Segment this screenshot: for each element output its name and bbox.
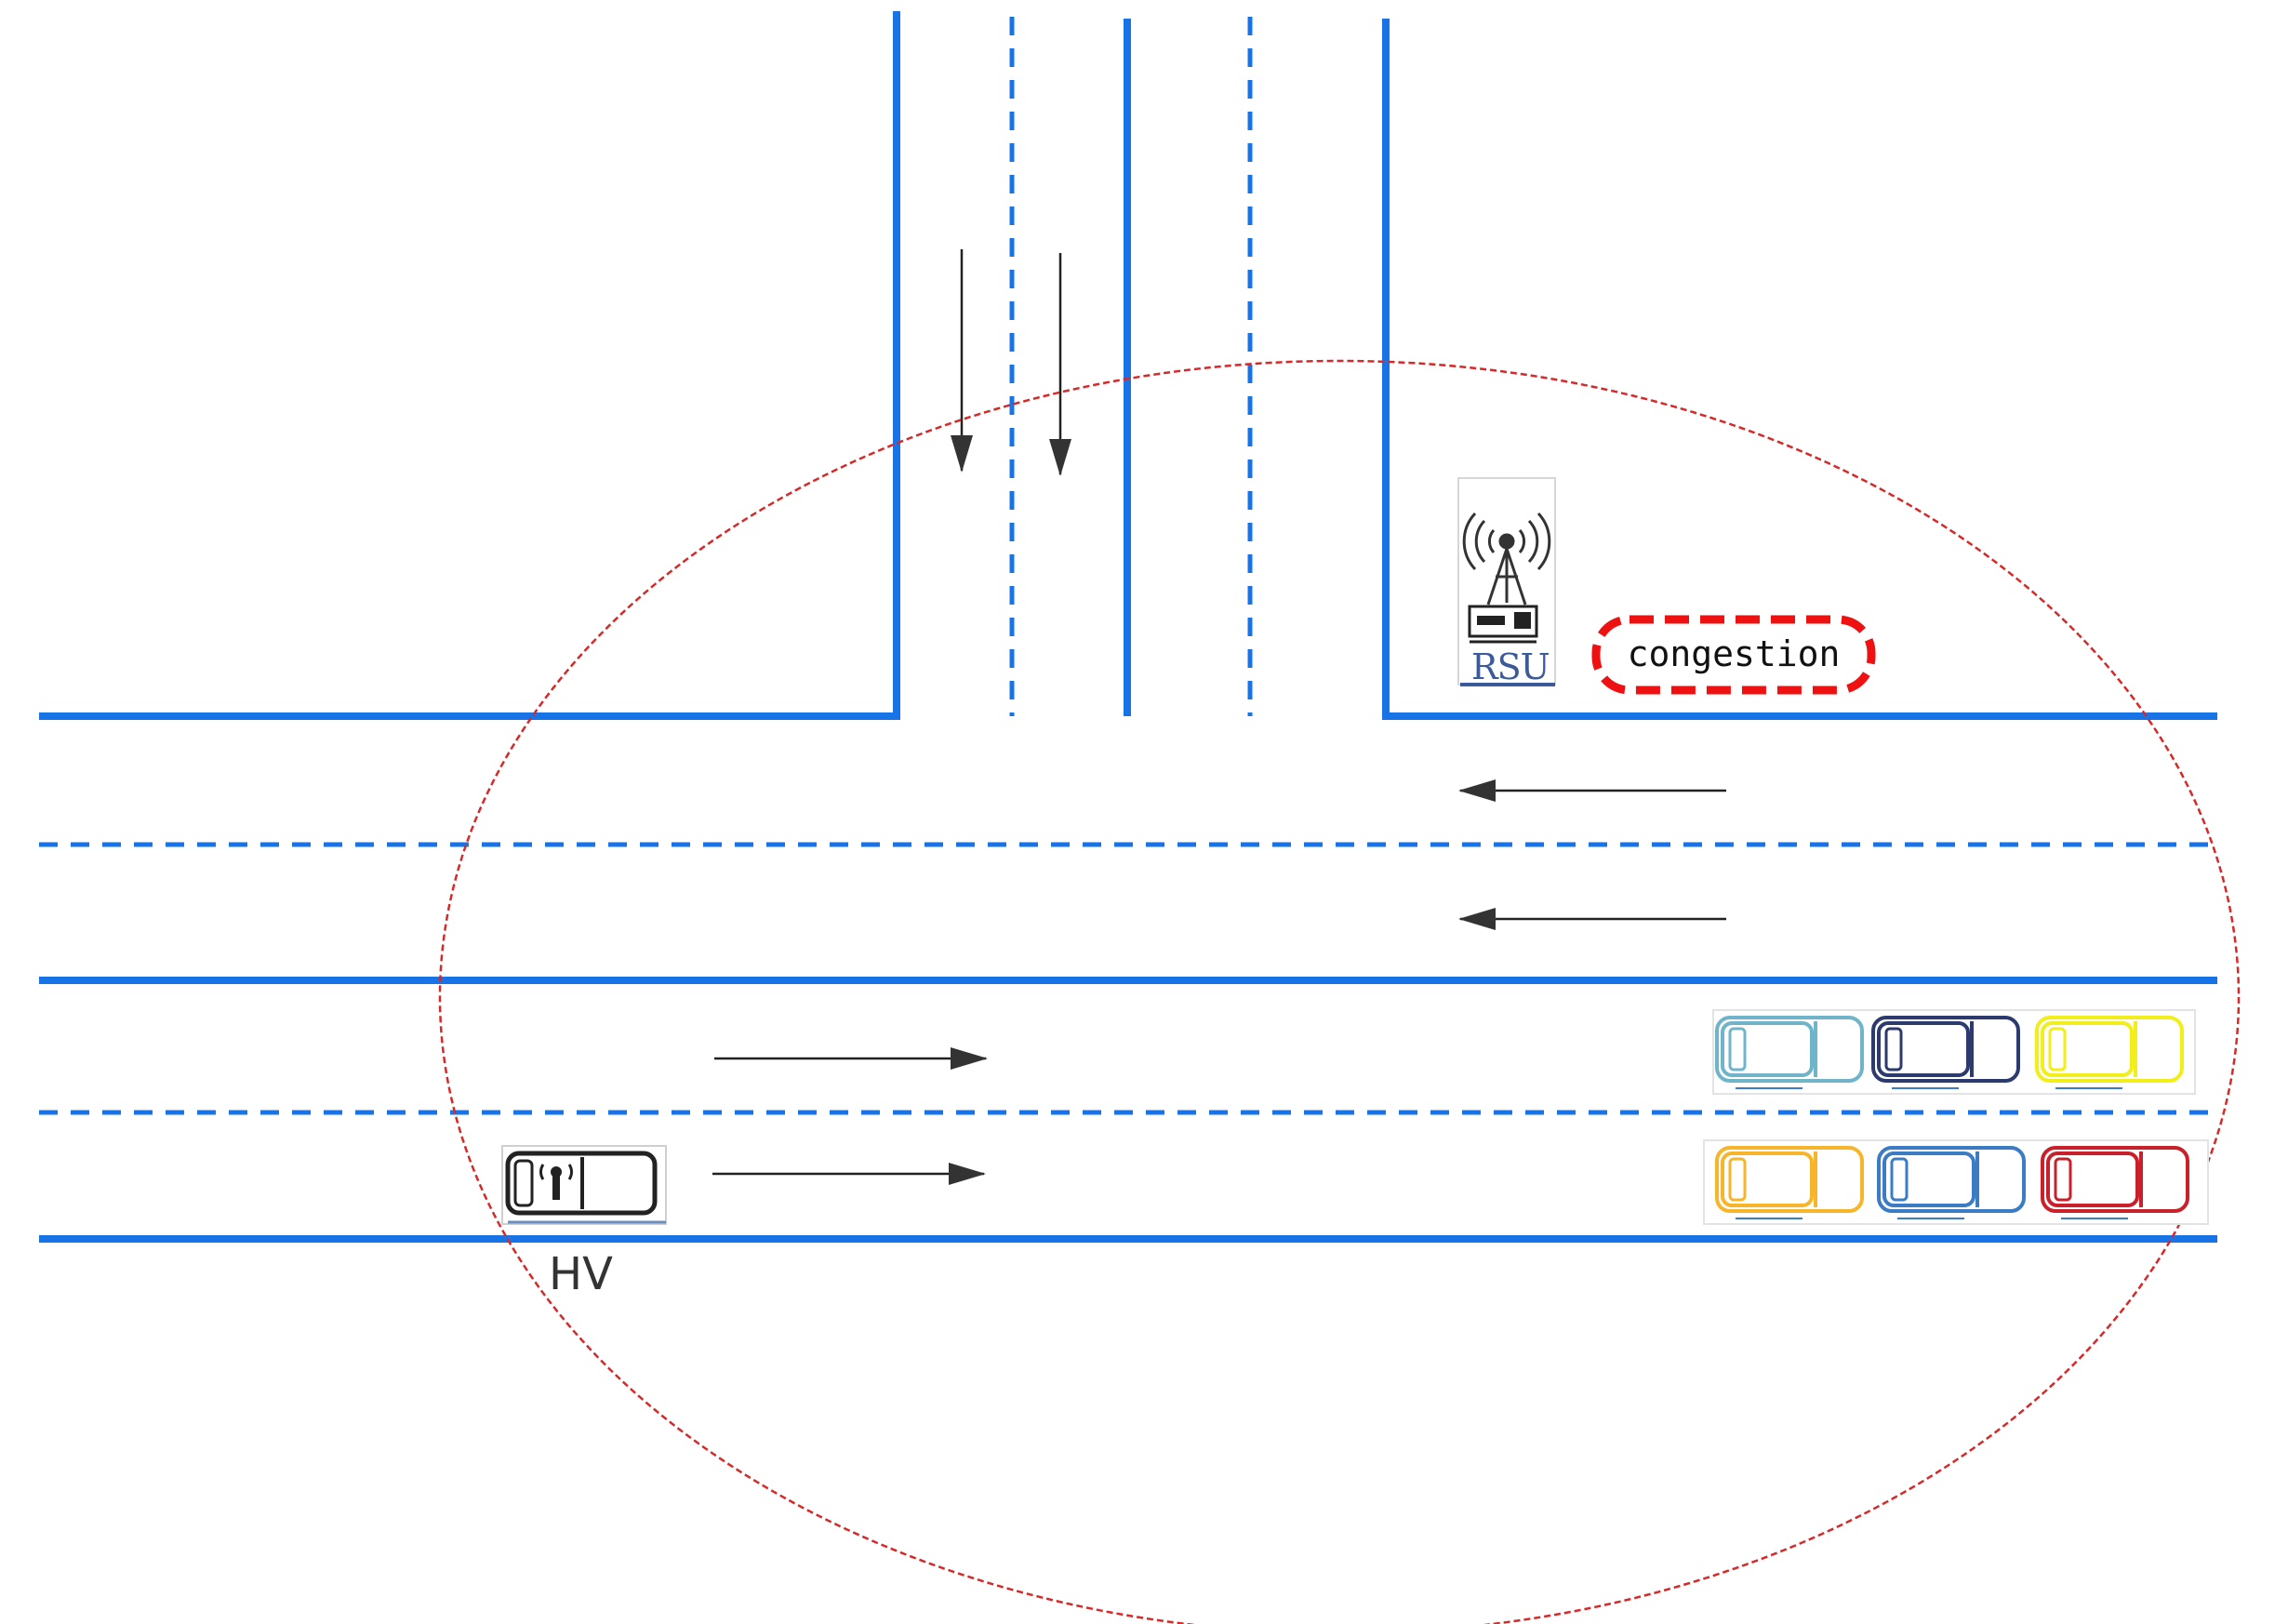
queued-car-navy <box>1871 1016 2020 1089</box>
queued-car-orange-rear-window <box>1728 1157 1747 1202</box>
host-vehicle-label: HV <box>549 1248 613 1300</box>
congestion-badge-border <box>1591 615 1876 695</box>
queued-car-yellow <box>2035 1016 2184 1089</box>
router-icon <box>1468 605 1538 644</box>
queued-car-light-blue-rear-window <box>1728 1027 1747 1072</box>
queued-car-light-blue-body <box>1715 1016 1864 1083</box>
queued-car-red-rear-window <box>2054 1157 2072 1202</box>
queued-vehicles <box>1703 1009 2209 1225</box>
queued-car-orange <box>1715 1146 1864 1219</box>
north-road <box>893 11 1390 716</box>
queued-car-blue <box>1877 1146 2026 1219</box>
host-vehicle-rear-window <box>513 1159 534 1207</box>
queued-car-blue-body <box>1877 1146 2026 1213</box>
queued-car-blue-cabin <box>1882 1151 1975 1207</box>
queued-car-blue-rear-window <box>1890 1157 1909 1202</box>
rsu-unit: RSU <box>1457 477 1556 687</box>
antenna-icon <box>1462 512 1551 606</box>
queued-car-yellow-body <box>2035 1016 2184 1083</box>
vehicle-antenna-icon <box>539 1164 574 1200</box>
queued-car-orange-body <box>1715 1146 1864 1213</box>
queued-car-navy-body <box>1871 1016 2020 1083</box>
queued-car-light-blue <box>1715 1016 1864 1089</box>
rsu-label: RSU <box>1471 646 1550 687</box>
queued-car-navy-cabin <box>1877 1021 1970 1077</box>
host-vehicle <box>501 1145 667 1225</box>
queued-car-red <box>2041 1146 2189 1219</box>
congestion-badge: congestion <box>1591 615 1876 695</box>
queued-car-red-cabin <box>2046 1151 2139 1207</box>
congestion-label: congestion <box>1628 633 1841 674</box>
queued-car-navy-rear-window <box>1884 1027 1903 1072</box>
queued-car-red-body <box>2041 1146 2189 1213</box>
main-road <box>39 712 2217 1243</box>
traffic-arrows <box>712 249 1726 1185</box>
queued-car-light-blue-cabin <box>1721 1021 1814 1077</box>
queued-car-orange-cabin <box>1721 1151 1814 1207</box>
queued-car-yellow-rear-window <box>2048 1027 2067 1072</box>
rsu-communication-range <box>439 359 2240 1624</box>
queued-car-yellow-cabin <box>2041 1021 2134 1077</box>
